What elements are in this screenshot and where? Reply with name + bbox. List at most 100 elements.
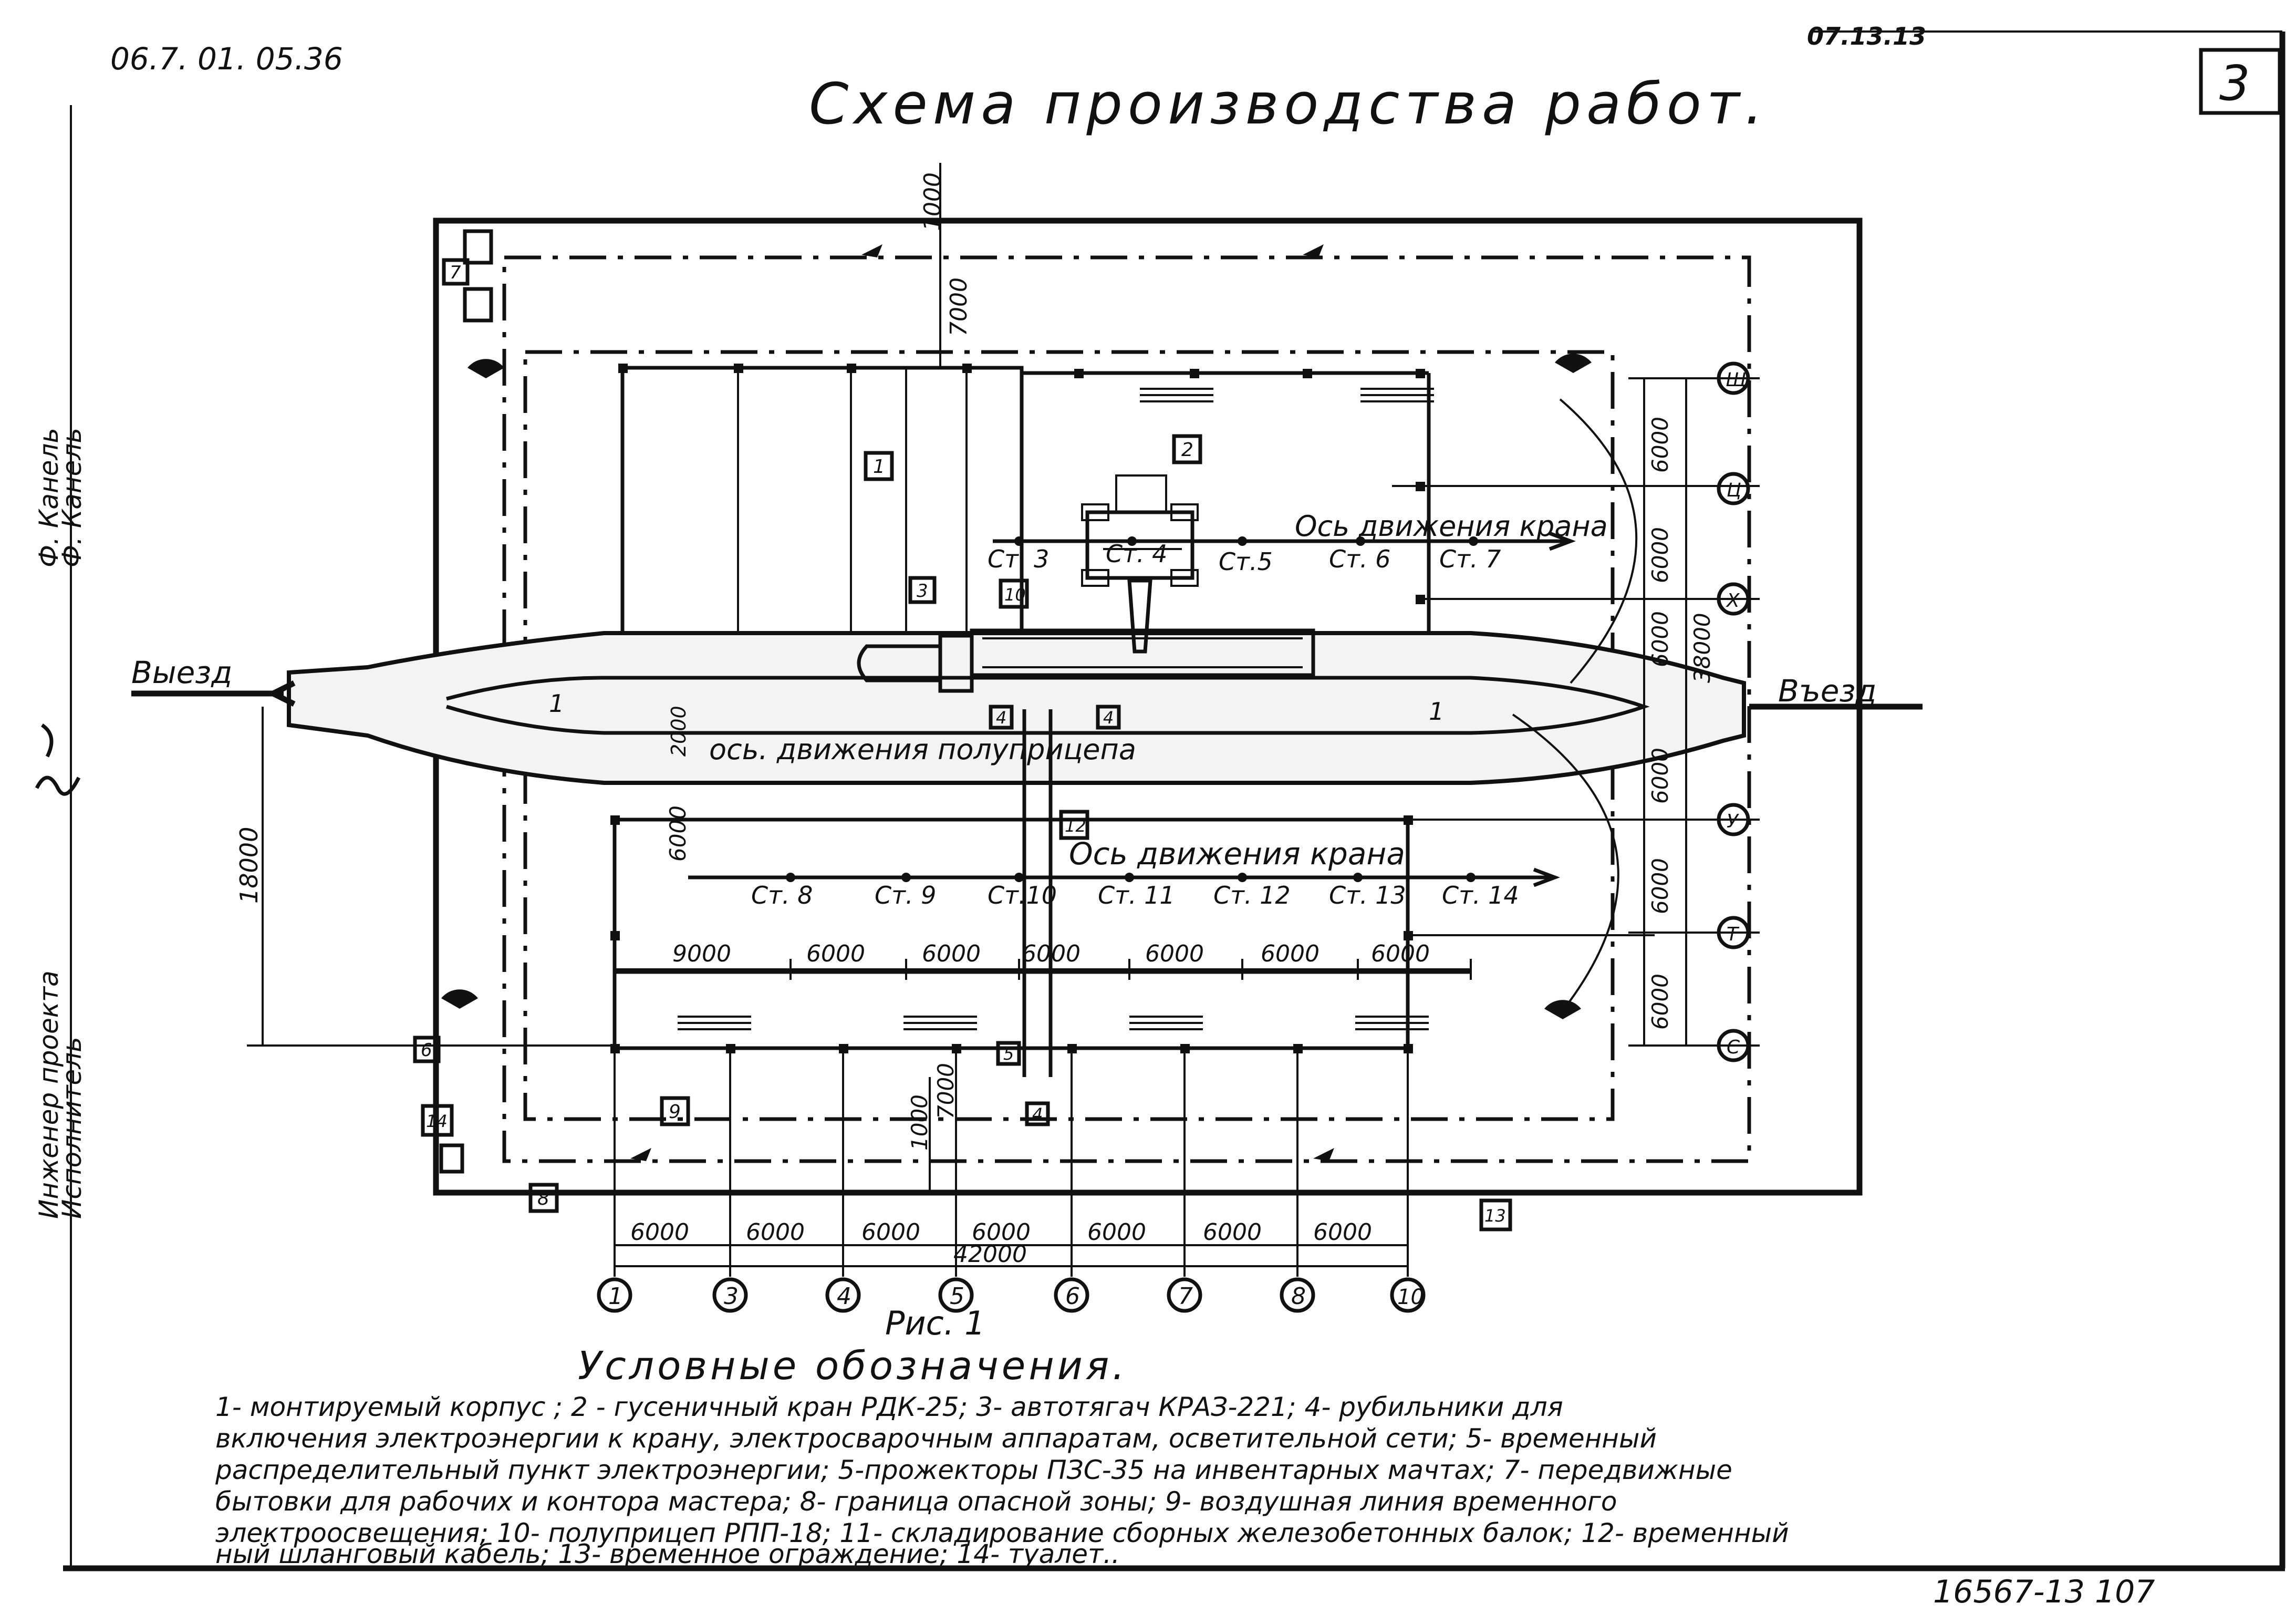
inner-dim-1: 9000 [672, 940, 731, 967]
marker-6: 6 [421, 1040, 432, 1061]
mobile-cabins [439, 229, 493, 1174]
semitrailer-axis-label: ось. движения полуприцепа [709, 733, 1136, 766]
marker-5: 5 [1003, 1044, 1014, 1064]
left-dim-total: 18000 [235, 827, 263, 904]
searchlight-mast-icon [441, 354, 1592, 1019]
marker-2: 2 [1181, 439, 1193, 461]
inner-dim-3: 6000 [922, 940, 981, 967]
doc-code: 06.7. 01. 05.36 [110, 41, 343, 77]
axis-shch: Щ [1726, 369, 1746, 391]
stamp-name-1: Ф. Канель [34, 428, 64, 567]
crane-axis-top-arrow [1549, 531, 1576, 551]
right-dim-3: 6000 [1647, 611, 1673, 667]
stamp-role-executor: Исполнитель [57, 1037, 87, 1219]
exit-arrowhead [266, 680, 296, 707]
bottom-dim-1000: 1000 [907, 1094, 932, 1151]
legend-heading: Условные обозначения. [578, 1343, 1128, 1389]
side-stamp-names: Ф. Канель Ф. Канель [34, 428, 87, 567]
marker-9: 9 [669, 1101, 681, 1123]
bottom-dim-3: 6000 [861, 1219, 920, 1246]
station-7: Ст. 7 [1439, 545, 1501, 573]
inner-dim-5: 6000 [1145, 940, 1204, 967]
bottom-dim-6: 6000 [1203, 1219, 1262, 1246]
marker-8: 8 [537, 1188, 549, 1209]
stations-top: Ст. 3 Ст. 4 Ст.5 Ст. 6 Ст. 7 [988, 536, 1501, 576]
axis-3: 3 [724, 1283, 739, 1310]
marker-10: 10 [1004, 585, 1026, 605]
axis-6: 6 [1065, 1283, 1080, 1310]
inner-dim-2: 6000 [806, 940, 865, 967]
crane-axis-bottom-arrow [1533, 867, 1560, 887]
exit-label: Выезд [131, 655, 232, 690]
inner-dim-6: 6000 [1261, 940, 1320, 967]
bottom-dim-5: 6000 [1087, 1219, 1146, 1246]
stamp-name-2: Ф. Канель [57, 428, 87, 567]
legend-line-2: включения электроэнергии к крану, электр… [215, 1423, 1657, 1454]
inner-dimension-chain: 9000 6000 6000 6000 6000 6000 6000 [614, 940, 1472, 980]
marker-4b: 4 [1103, 708, 1114, 728]
marker-14: 14 [426, 1111, 448, 1131]
station-14: Ст. 14 [1442, 881, 1519, 909]
bottom-dim-total: 42000 [953, 1241, 1027, 1268]
bottom-dim-1: 6000 [630, 1219, 689, 1246]
marker-13: 13 [1484, 1206, 1506, 1226]
bottom-dim-7: 6000 [1313, 1219, 1372, 1246]
axis-1: 1 [608, 1283, 623, 1310]
station-3: Ст. 3 [988, 545, 1049, 573]
marker-4c: 4 [1032, 1104, 1043, 1124]
station-13: Ст. 13 [1329, 881, 1406, 909]
crawler-crane-rdk25 [1081, 474, 1199, 654]
section-mark-right: 1 [1429, 697, 1444, 726]
station-6: Ст. 6 [1329, 545, 1390, 573]
station-5: Ст.5 [1219, 547, 1273, 576]
stations-bottom: Ст. 8 Ст. 9 Ст.10 Ст. 11 Ст. 12 Ст. 13 С… [751, 873, 1519, 909]
axis-8: 8 [1291, 1283, 1306, 1310]
marker-7: 7 [450, 262, 461, 283]
legend-line-3: распределительный пункт электроэнергии; … [215, 1455, 1732, 1485]
axis-u: У [1727, 811, 1739, 832]
footer-code: 16567-13 107 [1933, 1574, 2155, 1610]
bottom-dimensions: 6000 6000 6000 6000 6000 6000 6000 42000 [630, 1219, 1372, 1268]
right-dim-5: 6000 [1647, 858, 1673, 914]
axis-kh: Х [1726, 590, 1740, 612]
axis-7: 7 [1178, 1283, 1193, 1310]
axis-4: 4 [837, 1283, 851, 1310]
station-12: Ст. 12 [1213, 881, 1291, 909]
crane-axis-bottom-label: Ось движения крана [1069, 836, 1405, 872]
right-dim-4: 6000 [1647, 748, 1673, 804]
sheet-frame [63, 30, 2285, 1571]
station-8: Ст. 8 [751, 881, 813, 909]
top-dim-7000: 7000 [946, 277, 972, 336]
axis-10: 10 [1397, 1285, 1424, 1309]
marker-12: 12 [1065, 816, 1086, 836]
station-9: Ст. 9 [875, 881, 936, 909]
axis-s: С [1727, 1037, 1740, 1058]
bottom-dim-7000: 7000 [933, 1063, 959, 1119]
sheet-number: 3 [2219, 55, 2250, 111]
sheet-number-box [2199, 48, 2282, 115]
marker-4a: 4 [996, 708, 1006, 728]
legend-line-4: бытовки для рабочих и контора мастера; 8… [215, 1486, 1617, 1517]
top-code: 07.13.13 [1807, 22, 1926, 50]
legend-line-6: ный шланговый кабель; 13- временное огра… [215, 1539, 1120, 1569]
page-title: Схема производства работ. [809, 71, 1768, 137]
right-dim-1: 6000 [1647, 417, 1673, 473]
position-markers: 1 2 3 4 4 4 5 6 7 8 9 10 12 13 14 [413, 258, 1512, 1232]
right-axis-grid: 6000 6000 6000 6000 6000 6000 38000 [1628, 377, 1760, 1047]
axis-5: 5 [950, 1283, 964, 1310]
axis-t: Т [1727, 924, 1740, 945]
marker-1: 1 [873, 456, 885, 478]
top-dim-1000: 1000 [919, 172, 946, 231]
crane-axis-top-label: Ось движения крана [1295, 510, 1608, 543]
bottom-dim-4: 6000 [972, 1219, 1031, 1246]
right-dim-total: 38000 [1689, 613, 1715, 683]
beam-storage [678, 388, 1434, 1030]
marker-3: 3 [917, 581, 928, 602]
legend-lines: 1- монтируемый корпус ; 2 - гусеничный к… [215, 1392, 1789, 1569]
stamp-role-engineer: Инженер проекта [34, 970, 64, 1219]
entry-label: Въезд [1778, 673, 1876, 709]
crane-swing-arc-top [1559, 398, 1638, 684]
right-dim-6: 6000 [1647, 974, 1673, 1030]
site-road [287, 631, 1746, 785]
bottom-dim-2: 6000 [746, 1219, 805, 1246]
